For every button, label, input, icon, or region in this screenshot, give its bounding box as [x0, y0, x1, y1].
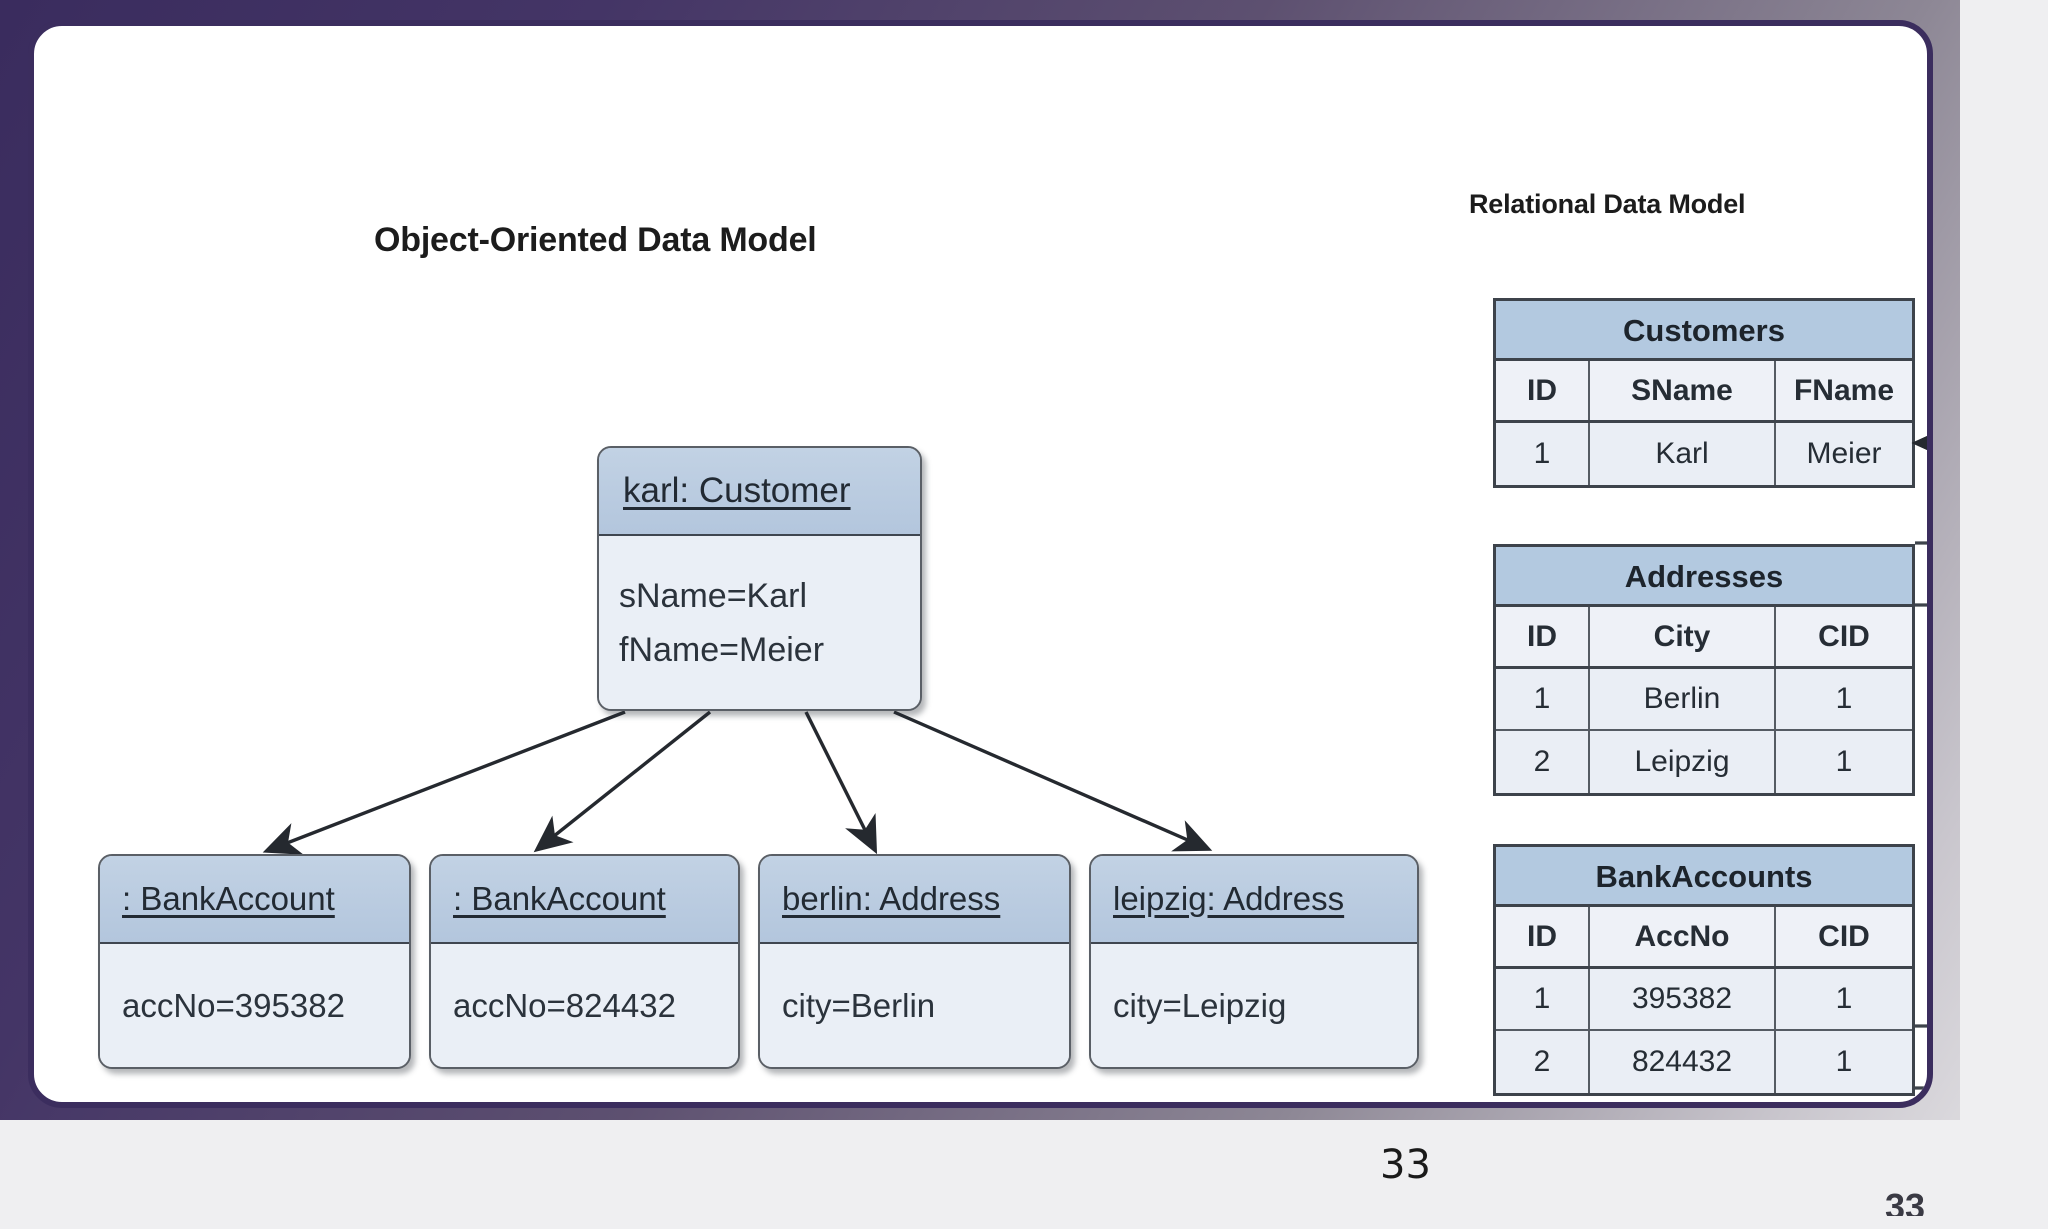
slide-footer-page-number: 33: [1885, 1186, 1926, 1216]
table-cell: 1: [1496, 669, 1590, 729]
table-row[interactable]: 2 Leipzig 1: [1496, 731, 1912, 793]
presentation-slide: Object-Oriented Data Model Relational Da…: [28, 20, 1933, 1108]
relational-table-customers[interactable]: Customers ID SName FName 1 Karl Meier: [1493, 298, 1915, 488]
column-header: ID: [1496, 907, 1590, 966]
table-cell: Berlin: [1590, 669, 1776, 729]
object-oriented-section-title: Object-Oriented Data Model: [374, 221, 817, 259]
uml-attribute: accNo=824432: [453, 987, 676, 1024]
uml-object-name: berlin: Address: [782, 880, 1001, 917]
column-header: FName: [1776, 361, 1912, 420]
table-name: Customers: [1496, 301, 1912, 361]
table-header-row: ID SName FName: [1496, 361, 1912, 423]
table-name: BankAccounts: [1496, 847, 1912, 907]
uml-object-name: karl: Customer: [623, 471, 851, 510]
column-header: City: [1590, 607, 1776, 666]
table-cell: Meier: [1776, 423, 1912, 485]
backdrop-right-strip: [1960, 0, 2048, 1229]
table-row[interactable]: 1 395382 1: [1496, 969, 1912, 1031]
table-row[interactable]: 1 Karl Meier: [1496, 423, 1912, 485]
column-header: CID: [1776, 607, 1912, 666]
uml-attribute: accNo=395382: [122, 987, 345, 1024]
backdrop-bottom-strip: [0, 1120, 2048, 1229]
table-cell: Karl: [1590, 423, 1776, 485]
table-cell: 1: [1496, 969, 1590, 1029]
uml-object-name: : BankAccount: [122, 880, 335, 917]
column-header: ID: [1496, 361, 1590, 420]
table-name: Addresses: [1496, 547, 1912, 607]
uml-attribute: sName=Karl: [619, 577, 808, 615]
uml-attribute: fName=Meier: [619, 631, 825, 669]
uml-object-attributes: accNo=395382: [100, 944, 409, 1067]
uml-attribute: city=Berlin: [782, 987, 936, 1024]
column-header: AccNo: [1590, 907, 1776, 966]
table-cell: 1: [1776, 969, 1912, 1029]
column-header: CID: [1776, 907, 1912, 966]
relational-section-title: Relational Data Model: [1469, 189, 1746, 219]
table-cell: 2: [1496, 731, 1590, 793]
table-cell: 395382: [1590, 969, 1776, 1029]
table-header-row: ID AccNo CID: [1496, 907, 1912, 969]
uml-object-name: : BankAccount: [453, 880, 666, 917]
table-cell: 1: [1776, 731, 1912, 793]
table-cell: 1: [1776, 1031, 1912, 1093]
uml-object-bankaccount-1[interactable]: : BankAccount accNo=395382: [98, 854, 411, 1069]
column-header: ID: [1496, 607, 1590, 666]
table-row[interactable]: 1 Berlin 1: [1496, 669, 1912, 731]
uml-object-bankaccount-2[interactable]: : BankAccount accNo=824432: [429, 854, 740, 1069]
table-cell: 1: [1496, 423, 1590, 485]
uml-object-attributes: accNo=824432: [431, 944, 738, 1067]
uml-object-header: : BankAccount: [431, 856, 738, 944]
table-cell: 824432: [1590, 1031, 1776, 1093]
uml-object-berlin-address[interactable]: berlin: Address city=Berlin: [758, 854, 1071, 1069]
uml-object-header: karl: Customer: [599, 448, 920, 536]
uml-object-leipzig-address[interactable]: leipzig: Address city=Leipzig: [1089, 854, 1419, 1069]
uml-object-header: berlin: Address: [760, 856, 1069, 944]
table-cell: 2: [1496, 1031, 1590, 1093]
uml-object-karl-customer[interactable]: karl: Customer sName=Karl fName=Meier: [597, 446, 922, 711]
uml-attribute: city=Leipzig: [1113, 987, 1287, 1024]
uml-object-attributes: city=Berlin: [760, 944, 1069, 1067]
table-header-row: ID City CID: [1496, 607, 1912, 669]
column-header: SName: [1590, 361, 1776, 420]
uml-object-attributes: city=Leipzig: [1091, 944, 1417, 1067]
table-cell: 1: [1776, 669, 1912, 729]
table-row[interactable]: 2 824432 1: [1496, 1031, 1912, 1093]
relational-table-addresses[interactable]: Addresses ID City CID 1 Berlin 1 2 Leipz…: [1493, 544, 1915, 796]
uml-object-header: leipzig: Address: [1091, 856, 1417, 944]
uml-object-header: : BankAccount: [100, 856, 409, 944]
table-cell: Leipzig: [1590, 731, 1776, 793]
relational-table-bankaccounts[interactable]: BankAccounts ID AccNo CID 1 395382 1 2 8…: [1493, 844, 1915, 1096]
uml-object-name: leipzig: Address: [1113, 880, 1345, 917]
slide-page-number: 33: [1380, 1142, 1431, 1188]
uml-object-attributes: sName=Karl fName=Meier: [599, 536, 920, 709]
